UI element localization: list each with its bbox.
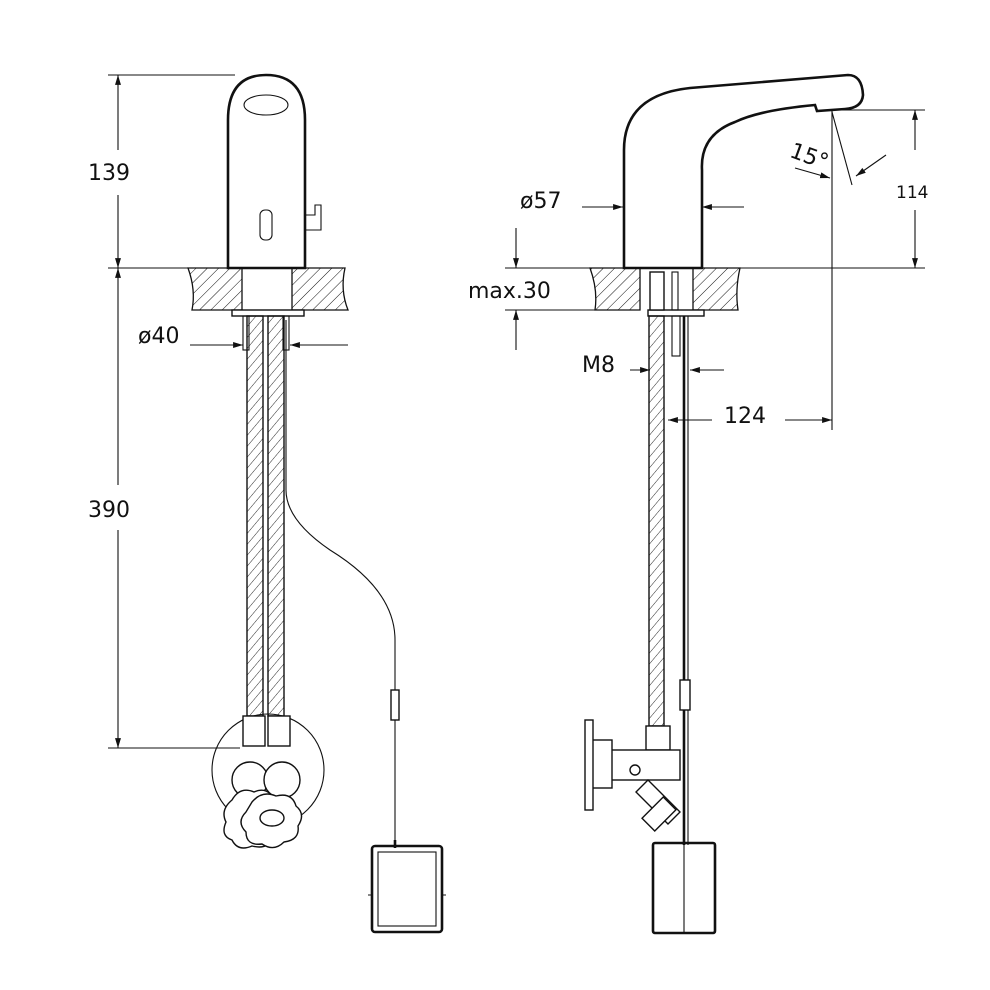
faucet-body-front [226,73,307,270]
angle-valve-front [211,713,325,849]
sensor-window-icon [243,94,289,116]
side-view: max.30 ø57 M8 124 114 15° [468,73,928,935]
battery-cap-icon [305,204,322,231]
front-view: 139 390 ø40 [88,73,446,934]
deck-section-side [589,267,641,311]
sensor-cable-front [285,320,396,840]
sensor-led-icon [259,209,273,241]
faucet-body-side [622,73,865,270]
dim-reach-label: 124 [724,404,766,429]
dim-angle-label: 15° [786,139,831,176]
dim-deck-thickness-label: max.30 [468,279,551,304]
hose-side [648,315,665,727]
angle-valve-side [584,719,681,832]
front-dimensions: 139 390 ø40 [88,74,348,749]
side-dimensions: max.30 ø57 M8 124 114 15° [468,109,928,430]
dim-spout-height-label: 114 [896,183,928,203]
dim-height-below-label: 390 [88,498,130,523]
mounting-plate [231,309,305,317]
hose-left [246,315,264,717]
dim-height-top-label: 139 [88,161,130,186]
dim-diameter-body-label: ø57 [520,189,561,214]
deck-section-front [187,267,243,311]
control-box-side [651,841,717,935]
control-box-front [368,840,446,934]
dim-diameter-base-label: ø40 [138,324,179,349]
dim-thread-label: M8 [582,353,615,378]
hose-right [267,315,285,717]
